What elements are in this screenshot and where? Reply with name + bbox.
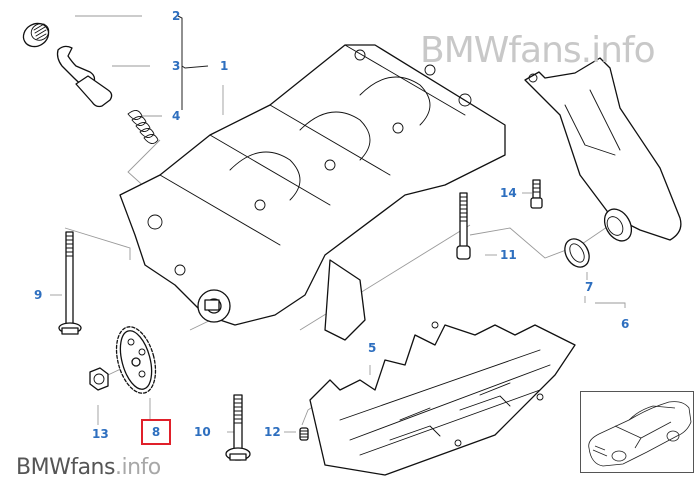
callout-4[interactable]: 4	[172, 109, 181, 123]
long-bolt-part[interactable]	[58, 231, 82, 335]
callout-14[interactable]: 14	[500, 186, 517, 200]
short-screw-part[interactable]	[299, 427, 309, 441]
callout-10[interactable]: 10	[194, 425, 211, 439]
watermark-tld: .info	[114, 455, 161, 480]
callout-7[interactable]: 7	[585, 280, 594, 294]
callout-8-selected[interactable]: 8	[141, 419, 171, 445]
vehicle-thumbnail[interactable]	[580, 391, 694, 473]
hex-nut-part[interactable]	[89, 367, 109, 391]
spring-part[interactable]	[127, 110, 159, 144]
screw-plug-part[interactable]	[19, 19, 53, 51]
callout-9[interactable]: 9	[34, 288, 43, 302]
balance-shaft-housing-part[interactable]	[119, 44, 506, 341]
watermark-brand: BMWfans	[16, 455, 115, 480]
sprocket-part[interactable]	[110, 322, 162, 397]
fillister-head-screw-part[interactable]	[530, 179, 543, 209]
callout-12[interactable]: 12	[264, 425, 281, 439]
car-thumbnail-icon	[588, 401, 692, 467]
callout-1[interactable]: 1	[220, 59, 229, 73]
oil-baffle-plate-part[interactable]	[309, 321, 576, 476]
piston-part[interactable]	[56, 45, 113, 108]
callout-2[interactable]: 2	[172, 9, 181, 23]
watermark-top: BMWfans.info	[420, 30, 656, 71]
callout-3[interactable]: 3	[172, 59, 181, 73]
callout-6[interactable]: 6	[621, 317, 630, 331]
oil-suction-pipe-part[interactable]	[524, 57, 682, 246]
callout-5[interactable]: 5	[368, 341, 377, 355]
o-ring-part[interactable]	[560, 235, 594, 272]
socket-head-bolt-part[interactable]	[456, 192, 471, 260]
callout-11[interactable]: 11	[500, 248, 517, 262]
callout-13[interactable]: 13	[92, 427, 109, 441]
hex-bolt-part[interactable]	[225, 394, 251, 461]
watermark-bottom: BMWfans.info	[16, 455, 161, 480]
